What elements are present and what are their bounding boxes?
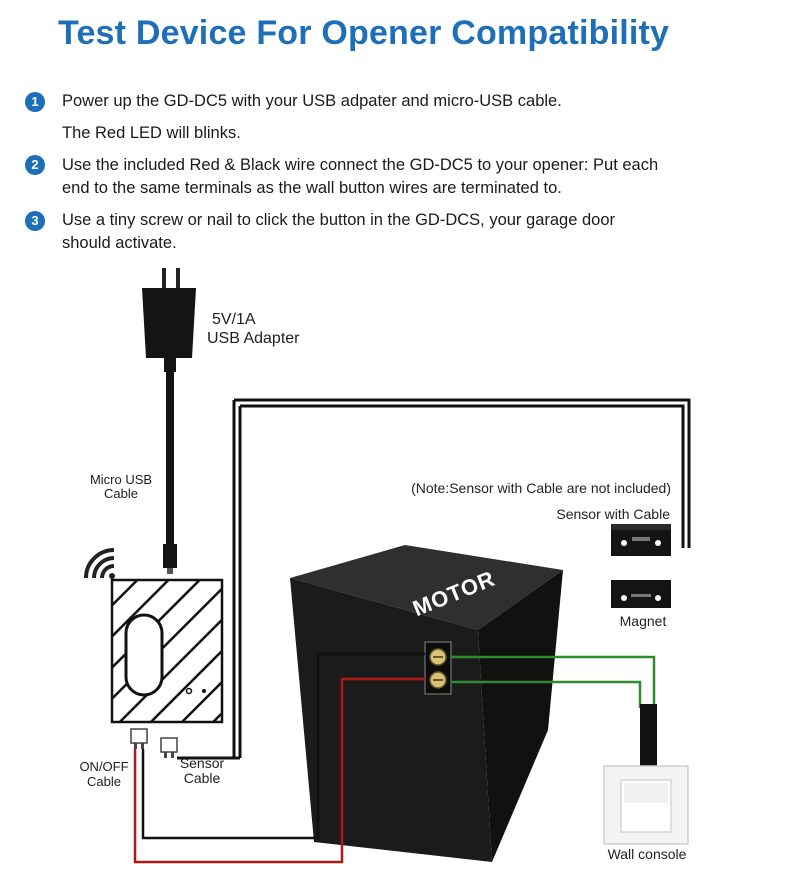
wall-console-cable — [640, 704, 657, 768]
page-title: Test Device For Opener Compatibility — [58, 14, 670, 52]
wall-console-label: Wall console — [608, 846, 687, 862]
usb-adapter — [142, 268, 196, 372]
sensor-cable-wire — [234, 398, 691, 548]
sensor-label: Sensor with Cable — [556, 506, 670, 522]
sensor-cable-label-line2: Cable — [184, 770, 221, 786]
sensor-connector — [160, 737, 178, 758]
wall-console — [603, 765, 689, 845]
adapter-label-line1: 5V/1A — [212, 311, 256, 328]
red-wire — [133, 677, 425, 864]
note-text: (Note:Sensor with Cable are not included… — [411, 480, 671, 496]
adapter-label-line2: USB Adapter — [207, 330, 300, 347]
micro-usb-tip — [167, 568, 173, 574]
onoff-cable-label-line1: ON/OFF — [79, 759, 128, 774]
step-text: The Red LED will blinks. — [62, 124, 241, 142]
micro-usb-cable — [166, 370, 174, 544]
step-text: should activate. — [62, 234, 177, 252]
onoff-cable-label-line2: Cable — [87, 774, 121, 789]
gd-dc5-device — [110, 578, 224, 724]
step-text: Power up the GD-DC5 with your USB adpate… — [62, 92, 562, 110]
micro-usb-label-line1: Micro USB — [90, 472, 152, 487]
step-badge: 1 — [25, 92, 45, 112]
green-wire — [451, 655, 656, 708]
wifi-icon — [84, 548, 115, 579]
green-wire — [451, 680, 642, 708]
micro-usb-label-line2: Cable — [104, 486, 138, 501]
sensor-with-cable — [611, 524, 671, 556]
motor-unit: MOTOR — [290, 545, 563, 862]
step-text: end to the same terminals as the wall bu… — [62, 179, 562, 197]
magnet — [611, 580, 671, 608]
black-wire — [141, 652, 425, 840]
step-badge: 2 — [25, 155, 45, 175]
magnet-label: Magnet — [620, 613, 667, 629]
sensor-cable-wire — [232, 400, 242, 758]
step-text: Use a tiny screw or nail to click the bu… — [62, 211, 615, 229]
onoff-connector — [130, 728, 148, 749]
micro-usb-plug — [163, 544, 177, 568]
terminal-block — [424, 641, 452, 695]
step-badge: 3 — [25, 211, 45, 231]
step-text: Use the included Red & Black wire connec… — [62, 156, 659, 174]
